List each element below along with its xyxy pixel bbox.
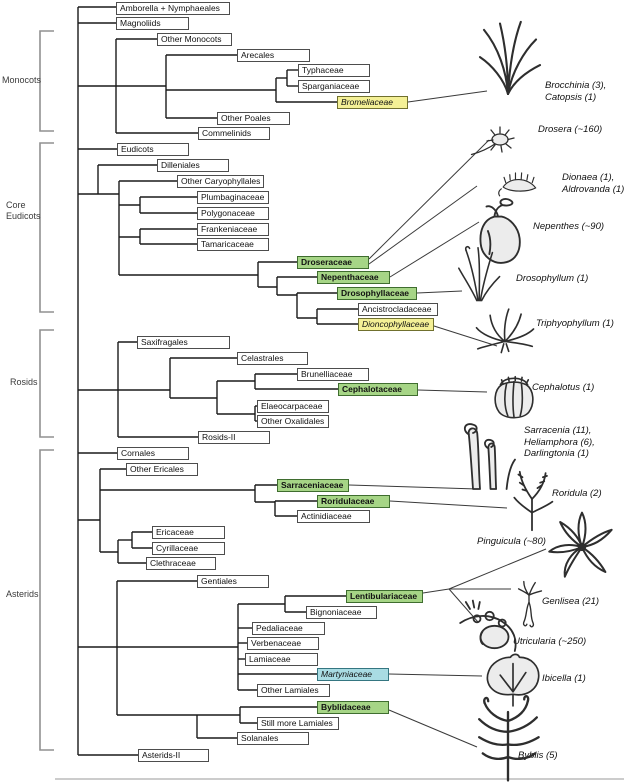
clade-box-cephalotaceae: Cephalotaceae [338, 383, 418, 396]
clade-box-lentibulariaceae: Lentibulariaceae [346, 590, 423, 603]
clade-box-elaeocarpaceae: Elaeocarpaceae [257, 400, 329, 413]
bracket-label-monocots: Monocots [2, 75, 42, 85]
clade-brackets [39, 30, 54, 751]
clade-box-brunelliaceae: Brunelliaceae [297, 368, 369, 381]
clade-box-byblidaceae: Byblidaceae [317, 701, 389, 714]
pinguicula-illustration [548, 511, 613, 578]
clade-box-cyrillaceae: Cyrillaceae [152, 542, 225, 555]
roridula-illustration [513, 470, 554, 532]
clade-box-still-more-lamiales: Still more Lamiales [257, 717, 339, 730]
clade-box-other-lamiales: Other Lamiales [257, 684, 330, 697]
bracket-monocots [39, 30, 54, 132]
clade-box-magnoliids: Magnoliids [116, 17, 189, 30]
clade-box-tamaricaceae: Tamaricaceae [197, 238, 269, 251]
clade-box-commelinids: Commelinids [198, 127, 270, 140]
triphyophyllum-illustration [475, 308, 535, 354]
taxon-label-ibicella: Ibicella (1) [542, 673, 586, 684]
taxon-label-byblis: Byblis (5) [518, 750, 558, 761]
clade-box-clethraceae: Clethraceae [146, 557, 216, 570]
clade-box-saxifragales: Saxifragales [137, 336, 230, 349]
taxon-label-brocchinia-catopsis: Brocchinia (3),Catopsis (1) [545, 80, 607, 103]
bracket-asterids [39, 449, 54, 751]
clade-box-typhaceae: Typhaceae [298, 64, 370, 77]
clade-box-martyniaceae: Martyniaceae [317, 668, 389, 681]
clade-box-drosophyllaceae: Drosophyllaceae [337, 287, 417, 300]
clade-box-ancistrocladaceae: Ancistrocladaceae [358, 303, 438, 316]
drosophyllum-illustration [458, 245, 501, 302]
taxon-label-drosophyllum: Drosophyllum (1) [516, 273, 589, 284]
taxon-label-drosera: Drosera (~160) [538, 124, 603, 135]
ibicella-illustration [486, 653, 540, 707]
taxon-label-cephalotus: Cephalotus (1) [532, 382, 595, 393]
clade-box-asterids-ii: Asterids-II [138, 749, 209, 762]
clade-box-rosids-ii: Rosids-II [198, 431, 270, 444]
clade-box-bignoniaceae: Bignoniaceae [306, 606, 377, 619]
clade-box-other-oxalidales: Other Oxalidales [257, 415, 329, 428]
bracket-core-eudicots [39, 142, 54, 313]
taxon-label-sarracenia-heliamphora-darlingtonia: Sarracenia (11),Heliamphora (6),Darlingt… [524, 425, 595, 459]
brocchinia-catopsis-illustration [478, 20, 542, 95]
taxon-label-triphyophyllum: Triphyophyllum (1) [536, 318, 614, 329]
clade-box-gentiales: Gentiales [197, 575, 269, 588]
clade-box-other-ericales: Other Ericales [126, 463, 198, 476]
clade-box-polygonaceae: Polygonaceae [197, 207, 269, 220]
clade-box-ericaceae: Ericaceae [152, 526, 225, 539]
taxon-label-dionaea-aldrovanda: Dionaea (1),Aldrovanda (1) [562, 172, 624, 195]
clade-box-sparganiaceae: Sparganiaceae [298, 80, 370, 93]
clade-box-celastrales: Celastrales [237, 352, 308, 365]
clade-box-solanales: Solanales [237, 732, 309, 745]
clade-box-verbenaceae: Verbenaceae [247, 637, 319, 650]
utricularia-illustration [459, 599, 517, 652]
clade-box-amborella-nymphaeales: Amborella + Nymphaeales [116, 2, 230, 15]
genlisea-illustration [517, 580, 543, 628]
dionaea-aldrovanda-illustration [498, 172, 537, 197]
clade-box-pedaliaceae: Pedaliaceae [252, 622, 325, 635]
bracket-label-rosids: Rosids [10, 377, 38, 387]
cephalotus-illustration [494, 375, 534, 419]
clade-box-droseraceae: Droseraceae [297, 256, 369, 269]
taxon-label-genlisea: Genlisea (21) [542, 596, 600, 607]
drosera-illustration [470, 126, 515, 156]
clade-box-dilleniales: Dilleniales [157, 159, 229, 172]
bracket-label-asterids: Asterids [6, 589, 39, 599]
clade-box-sarraceniaceae: Sarraceniaceae [277, 479, 349, 492]
clade-box-arecales: Arecales [237, 49, 310, 62]
clade-box-plumbaginaceae: Plumbaginaceae [197, 191, 269, 204]
clade-box-cornales: Cornales [117, 447, 189, 460]
bracket-rosids [39, 329, 54, 438]
clade-box-other-caryophyllales: Other Caryophyllales [177, 175, 264, 188]
taxon-label-roridula: Roridula (2) [552, 488, 602, 499]
clade-box-roridulaceae: Roridulaceae [317, 495, 390, 508]
clade-box-frankeniaceae: Frankeniaceae [197, 223, 269, 236]
byblis-illustration [478, 695, 540, 782]
taxon-label-nepenthes: Nepenthes (~90) [533, 221, 605, 232]
sarracenia-heliamphora-darlingtonia-illustration [463, 423, 516, 490]
connector-lines [348, 90, 547, 748]
clade-box-lamiaceae: Lamiaceae [245, 653, 318, 666]
clade-box-dioncophyllaceae: Dioncophyllaceae [358, 318, 434, 331]
clade-box-actinidiaceae: Actinidiaceae [297, 510, 370, 523]
clade-box-other-monocots: Other Monocots [157, 33, 232, 46]
clade-box-bromeliaceae: Bromeliaceae [337, 96, 408, 109]
nepenthes-illustration [479, 198, 521, 264]
clade-box-nepenthaceae: Nepenthaceae [317, 271, 390, 284]
clade-box-other-poales: Other Poales [217, 112, 290, 125]
taxon-label-pinguicula: Pinguicula (~80) [477, 536, 546, 547]
taxon-label-utricularia: Utricularia (~250) [513, 636, 587, 647]
tree-edges [77, 6, 358, 756]
clade-box-eudicots: Eudicots [117, 143, 189, 156]
